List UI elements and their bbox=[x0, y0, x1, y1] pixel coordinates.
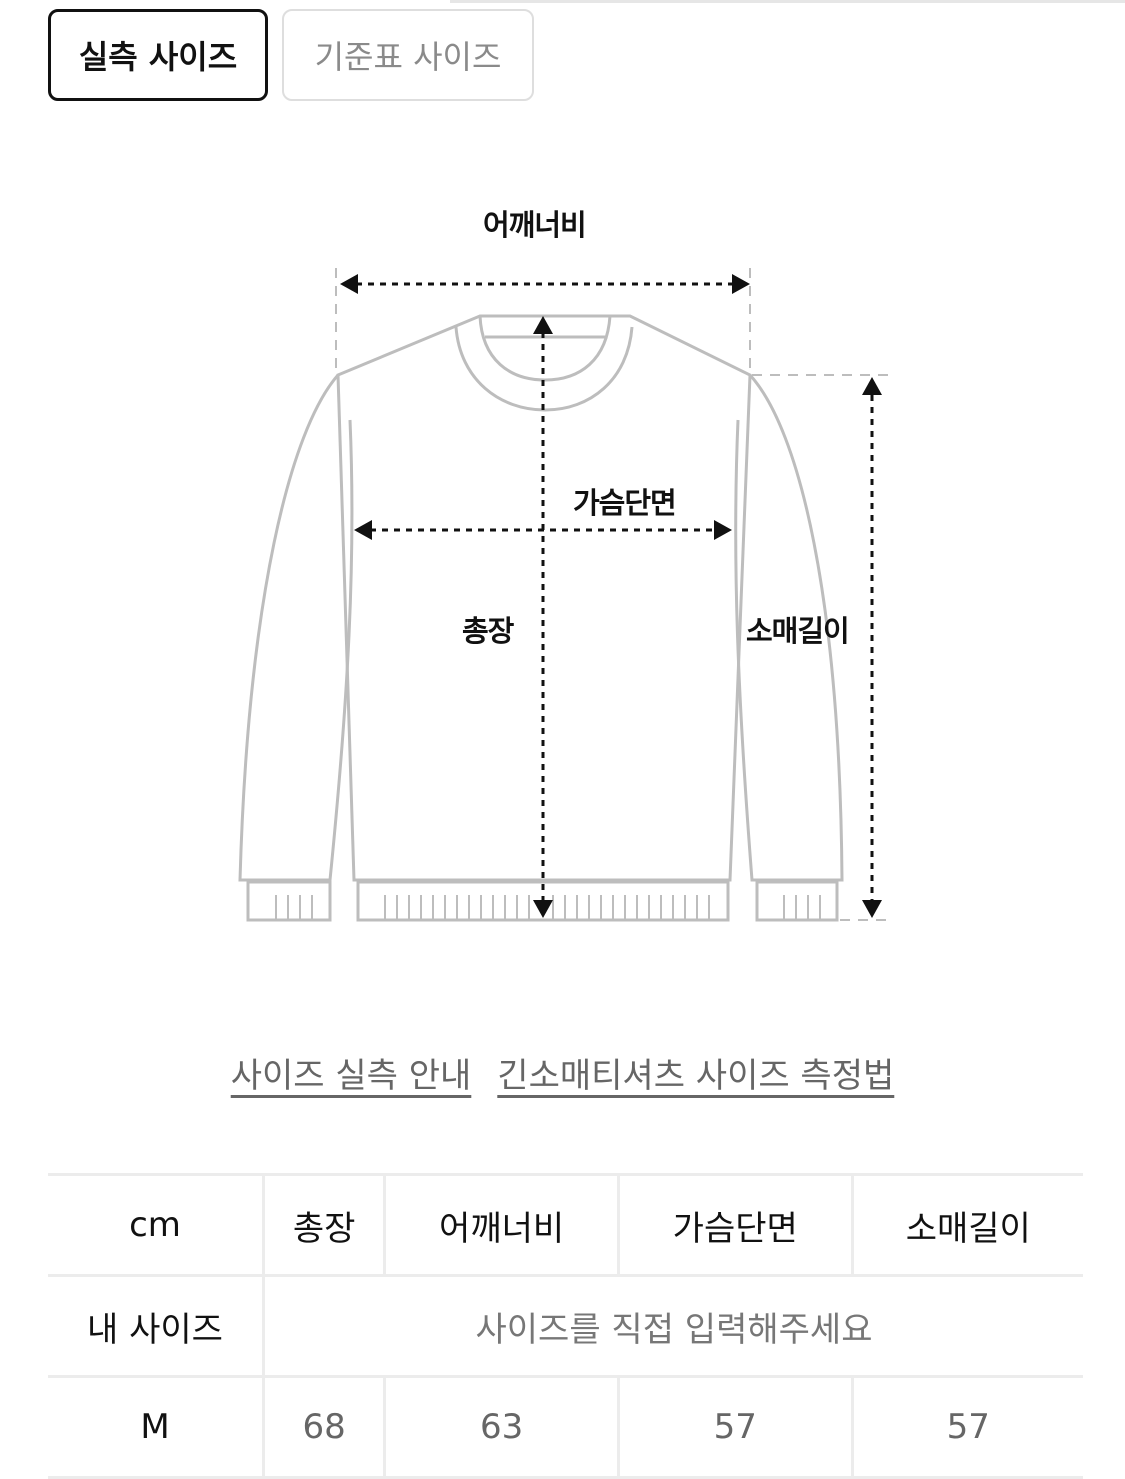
size-tabs: 실측 사이즈 기준표 사이즈 bbox=[48, 9, 534, 101]
value-sleeve-length: 57 bbox=[850, 1375, 1083, 1479]
guide-links: 사이즈 실측 안내 긴소매티셔츠 사이즈 측정법 bbox=[0, 1048, 1125, 1097]
table-row: M 68 63 57 57 bbox=[48, 1375, 1083, 1479]
header-chest-width: 가슴단면 bbox=[616, 1173, 854, 1277]
garment-measurement-diagram: 어깨너비 가슴단면 총장 소매길이 bbox=[0, 150, 1125, 950]
unit-cell: cm bbox=[48, 1173, 265, 1277]
label-sleeve-length: 소매길이 bbox=[746, 614, 850, 648]
sweatshirt-illustration bbox=[238, 268, 888, 922]
table-header-row: cm 총장 어깨너비 가슴단면 소매길이 bbox=[48, 1173, 1083, 1277]
size-table: cm 총장 어깨너비 가슴단면 소매길이 내 사이즈 사이즈를 직접 입력해주세… bbox=[48, 1173, 1083, 1479]
value-shoulder-width: 63 bbox=[383, 1375, 620, 1479]
tab-measured-size[interactable]: 실측 사이즈 bbox=[48, 9, 268, 101]
label-chest-width: 가슴단면 bbox=[573, 486, 677, 520]
top-divider bbox=[450, 0, 1125, 3]
my-size-row: 내 사이즈 사이즈를 직접 입력해주세요 bbox=[48, 1274, 1083, 1378]
value-chest-width: 57 bbox=[616, 1375, 854, 1479]
label-shoulder-width: 어깨너비 bbox=[483, 208, 587, 242]
size-label: M bbox=[48, 1375, 265, 1479]
value-total-length: 68 bbox=[261, 1375, 387, 1479]
header-shoulder-width: 어깨너비 bbox=[383, 1173, 620, 1277]
long-sleeve-measure-method-link[interactable]: 긴소매티셔츠 사이즈 측정법 bbox=[497, 1056, 895, 1096]
my-size-label: 내 사이즈 bbox=[48, 1274, 265, 1378]
header-sleeve-length: 소매길이 bbox=[850, 1173, 1083, 1277]
tab-standard-size[interactable]: 기준표 사이즈 bbox=[282, 9, 534, 101]
my-size-input-prompt[interactable]: 사이즈를 직접 입력해주세요 bbox=[262, 1274, 1083, 1378]
measured-size-guide-link[interactable]: 사이즈 실측 안내 bbox=[230, 1056, 472, 1096]
header-total-length: 총장 bbox=[261, 1173, 387, 1277]
label-total-length: 총장 bbox=[462, 614, 514, 648]
